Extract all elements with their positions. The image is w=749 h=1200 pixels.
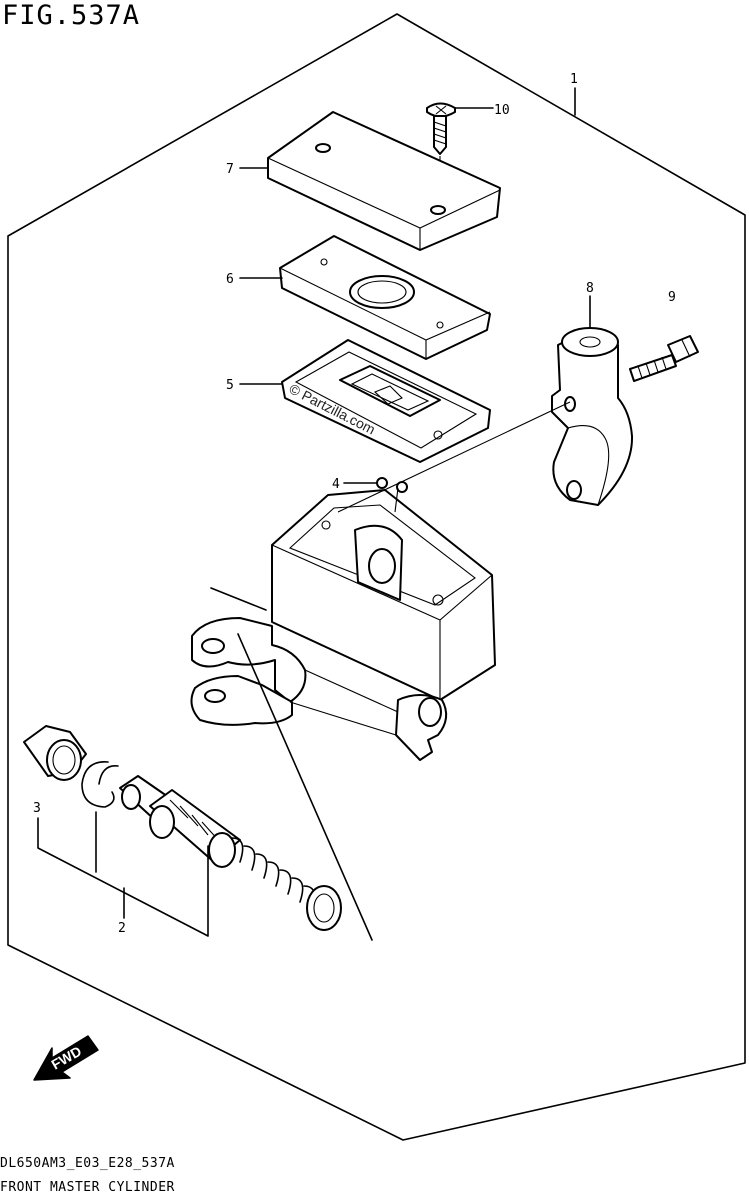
callout-10: 10 bbox=[494, 103, 510, 118]
assembly-outline bbox=[7, 13, 746, 1141]
callout-6: 6 bbox=[226, 272, 234, 287]
callout-3: 3 bbox=[33, 801, 41, 816]
figure-title: FIG.537A bbox=[2, 0, 141, 31]
callout-5: 5 bbox=[226, 378, 234, 393]
part-circlip bbox=[81, 761, 119, 808]
part-diaphragm-plate bbox=[279, 235, 491, 360]
guide-lines bbox=[210, 401, 571, 941]
figure-code: DL650AM3_E03_E28_537A bbox=[0, 1156, 175, 1171]
part-diaphragm bbox=[281, 339, 491, 463]
part-clamp bbox=[551, 327, 634, 506]
part-spring bbox=[231, 837, 342, 931]
part-piston bbox=[119, 775, 241, 868]
callout-2: 2 bbox=[118, 921, 126, 936]
part-reservoir-cap bbox=[267, 111, 501, 251]
part-boot bbox=[23, 725, 87, 781]
figure-name: FRONT MASTER CYLINDER bbox=[0, 1180, 175, 1195]
callout-7: 7 bbox=[226, 162, 234, 177]
leader-lines bbox=[37, 87, 591, 937]
callout-9: 9 bbox=[668, 290, 676, 305]
callout-4: 4 bbox=[332, 477, 340, 492]
callout-8: 8 bbox=[586, 281, 594, 296]
part-clamp-bolt bbox=[629, 335, 699, 382]
callout-1: 1 bbox=[570, 72, 578, 87]
part-small-seal bbox=[376, 477, 408, 493]
part-master-cylinder-body bbox=[190, 489, 496, 761]
fwd-arrow-icon: FWD bbox=[33, 1035, 99, 1081]
